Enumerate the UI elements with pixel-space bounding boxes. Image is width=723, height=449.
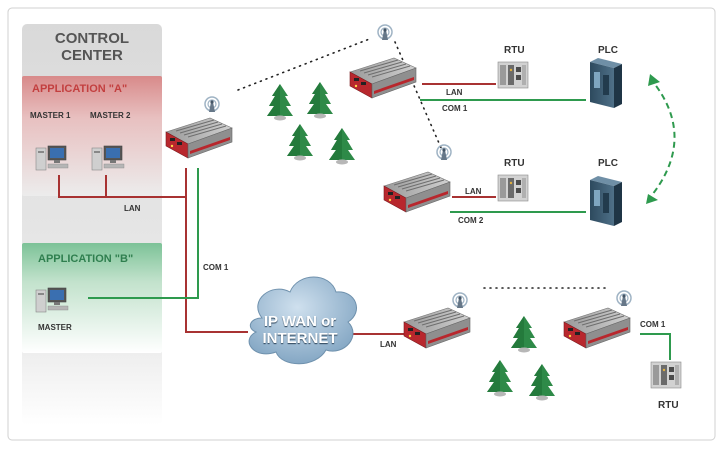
cc-to-wan-line [185, 168, 248, 333]
lan-links [58, 83, 496, 335]
control-center-title: CONTROL CENTER [22, 30, 162, 64]
master1-label: MASTER 1 [30, 111, 71, 120]
wan-cloud [248, 276, 358, 365]
control-center-title-line1: CONTROL [54, 30, 130, 47]
application-b-title: APPLICATION "B" [38, 253, 134, 265]
com1-label-bottom: COM 1 [640, 320, 666, 329]
lan-label-top: LAN [446, 88, 463, 97]
radio-links [237, 37, 611, 289]
com2-label-middle: COM 2 [458, 216, 484, 225]
rtu-top-label: RTU [504, 45, 525, 56]
plc-top-device [590, 58, 622, 108]
rtu-middle-device [497, 174, 529, 202]
plc-sync-arrow-top [648, 74, 660, 86]
master2-label: MASTER 2 [90, 111, 131, 120]
plc-middle-label: PLC [598, 158, 618, 169]
application-a-title: APPLICATION "A" [32, 83, 128, 95]
bottom-com1-line [640, 333, 671, 360]
rtu-top-device [497, 61, 529, 89]
lan-label-wan: LAN [380, 340, 397, 349]
master1-lan-line [58, 175, 186, 198]
plc-middle-device [590, 176, 622, 226]
radio-link-top-mid [394, 41, 443, 151]
plc-sync-arrow-bottom [646, 194, 658, 204]
rtu-bottom-device [650, 361, 682, 389]
masterb-com-line [88, 168, 199, 299]
masterb-label: MASTER [38, 323, 72, 332]
com1-label-control-center: COM 1 [203, 263, 229, 272]
rtu-middle-label: RTU [504, 158, 525, 169]
wan-cloud-label: IP WAN or INTERNET [250, 313, 350, 347]
lan-label-middle: LAN [465, 187, 482, 196]
masterb-computer-icon [35, 287, 69, 313]
com1-label-top: COM 1 [442, 104, 468, 113]
plc-top-label: PLC [598, 45, 618, 56]
wan-cloud-label-line2: INTERNET [262, 330, 338, 347]
lan-label-control-center: LAN [124, 204, 141, 213]
master2-computer-icon [91, 145, 125, 171]
wan-cloud-label-line1: IP WAN or [263, 313, 337, 330]
radio-link-cc-top [237, 37, 373, 91]
frame [7, 7, 716, 441]
master1-computer-icon [35, 145, 69, 171]
rtu-bottom-label: RTU [658, 400, 679, 411]
com-links [88, 99, 671, 360]
control-center-title-line2: CENTER [61, 47, 123, 64]
